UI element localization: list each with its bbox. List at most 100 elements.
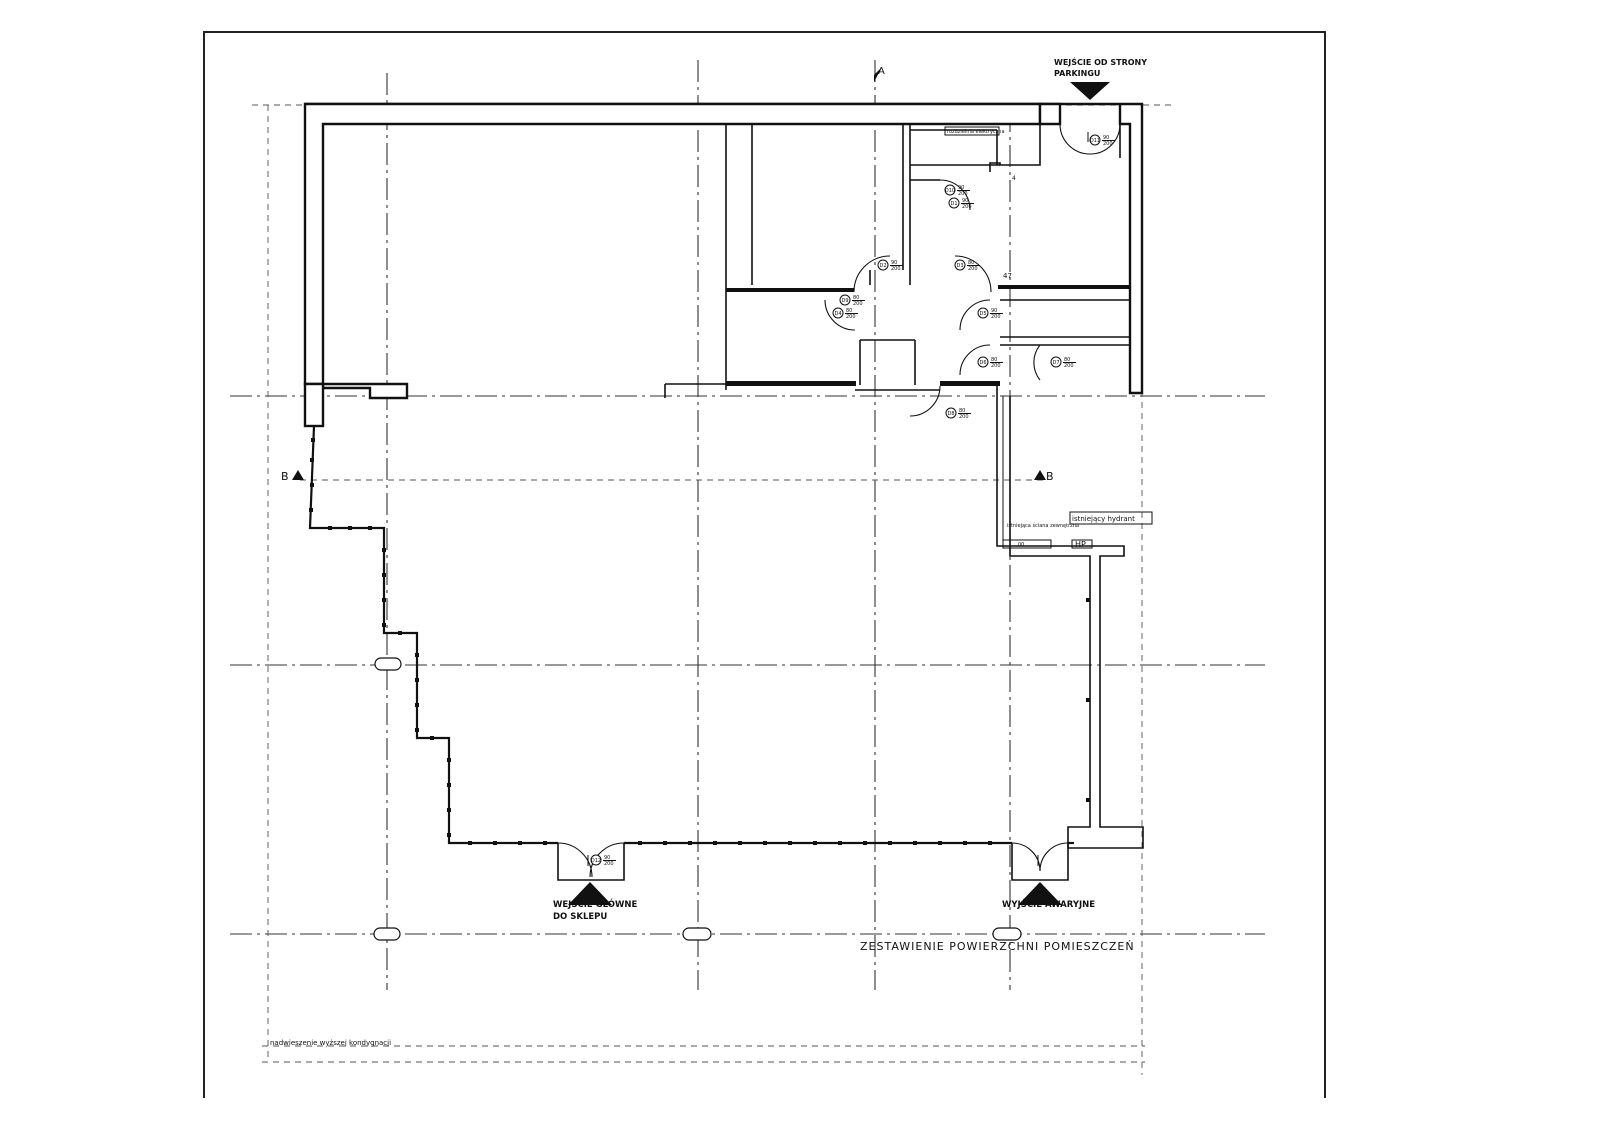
structural-axes <box>230 60 1265 1075</box>
mullion <box>1086 798 1090 802</box>
exterior-wall-note: istniejąca ściana zewnętrzna <box>1007 522 1079 529</box>
mullion <box>382 573 386 577</box>
mullion <box>447 783 451 787</box>
main-entrance-label-line1: WEJŚCIE GŁÓWNE <box>553 898 637 910</box>
mullion <box>493 841 497 845</box>
mullion <box>447 758 451 762</box>
parking-entrance-label-line1: WEJŚCIE OD STRONY <box>1054 56 1147 67</box>
interior-partitions <box>664 124 1130 398</box>
door-height-code: 200 <box>891 266 901 272</box>
mullion <box>763 841 767 845</box>
door-height-code: 200 <box>968 266 978 272</box>
parking-entrance-label-line2: PARKINGU <box>1054 69 1100 78</box>
east-wall <box>996 385 1144 849</box>
dimension-47: 47 <box>1003 272 1012 280</box>
mullion <box>888 841 892 845</box>
mullion <box>788 841 792 845</box>
door-height-code: 200 <box>991 363 1001 369</box>
mullion <box>328 526 332 530</box>
door-tag-id: D10 <box>945 188 955 194</box>
mullion <box>638 841 642 845</box>
mullion <box>415 678 419 682</box>
mullion <box>988 841 992 845</box>
mullion <box>310 483 314 487</box>
section-b-left-label: B <box>281 470 289 483</box>
door-tag-id: D5 <box>979 311 986 317</box>
section-a-marker <box>874 67 882 82</box>
door-height-code: 200 <box>962 204 972 210</box>
interior-doors <box>824 179 1041 417</box>
door-tag-id: D2 <box>879 263 886 269</box>
mullion <box>543 841 547 845</box>
exterior-walls <box>303 102 1144 428</box>
door-width-code: 90 <box>604 855 610 861</box>
door-width-code: 80 <box>991 357 997 363</box>
existing-hydrant-label: istniejący hydrant <box>1072 515 1135 523</box>
section-a-label: A <box>878 66 885 77</box>
door-height-code: 200 <box>604 861 614 867</box>
mullion <box>309 508 313 512</box>
main-entrance-marker <box>568 882 612 905</box>
mullion <box>963 841 967 845</box>
door-width-code: 90 <box>991 308 997 314</box>
door-width-code: 80 <box>968 260 974 266</box>
mullion <box>1086 598 1090 602</box>
mullion <box>938 841 942 845</box>
door-tag-id: D4 <box>834 311 841 317</box>
door-tag-id: D12 <box>591 858 601 864</box>
mullion <box>447 833 451 837</box>
dimension-4: 4 <box>1012 175 1016 182</box>
section-b-right-label: B <box>1046 470 1054 483</box>
door-height-code: 200 <box>846 314 856 320</box>
overhang-note: nadwieszenie wyższej kondygnacji <box>270 1039 391 1047</box>
mullion <box>1086 698 1090 702</box>
door-height-code: 200 <box>959 414 969 420</box>
mullion <box>813 841 817 845</box>
mullion <box>348 526 352 530</box>
area-summary-title: ZESTAWIENIE POWIERZCHNI POMIESZCZEŃ <box>860 940 1135 953</box>
door-width-code: 80 <box>959 408 965 414</box>
mullion <box>310 458 314 462</box>
mullion <box>382 548 386 552</box>
door-height-code: 200 <box>991 314 1001 320</box>
section-b-left-marker <box>292 470 304 480</box>
door-height-code: 200 <box>958 191 968 197</box>
door-height-code: 200 <box>1064 363 1074 369</box>
cabinet-code: 00 <box>1018 542 1024 548</box>
mullion <box>663 841 667 845</box>
mullion <box>518 841 522 845</box>
parking-entrance-door <box>1059 123 1121 155</box>
parking-entrance-marker <box>1070 82 1110 100</box>
mullion <box>382 598 386 602</box>
mullion <box>738 841 742 845</box>
hydrant-box <box>1069 511 1153 525</box>
mullion <box>863 841 867 845</box>
mullion <box>838 841 842 845</box>
door-width-code: 90 <box>958 185 964 191</box>
door-width-code: 80 <box>853 295 859 301</box>
sheet-frame <box>203 31 1326 1098</box>
main-entrance-label-line2: DO SKLEPU <box>553 912 607 922</box>
mullion <box>398 631 402 635</box>
door-tag-id: D6 <box>979 360 986 366</box>
mullion <box>713 841 717 845</box>
door-tag-id: D1 <box>950 201 957 207</box>
door-tag-id: D11 <box>1090 138 1100 144</box>
door-height-code: 200 <box>853 301 863 307</box>
door-width-code: 90 <box>891 260 897 266</box>
door-width-code: 90 <box>962 198 968 204</box>
mullion <box>468 841 472 845</box>
mullion <box>430 736 434 740</box>
electrical-room-label: rozdzielnia elektryczna <box>947 129 1005 135</box>
door-tag-id: D3 <box>956 263 963 269</box>
